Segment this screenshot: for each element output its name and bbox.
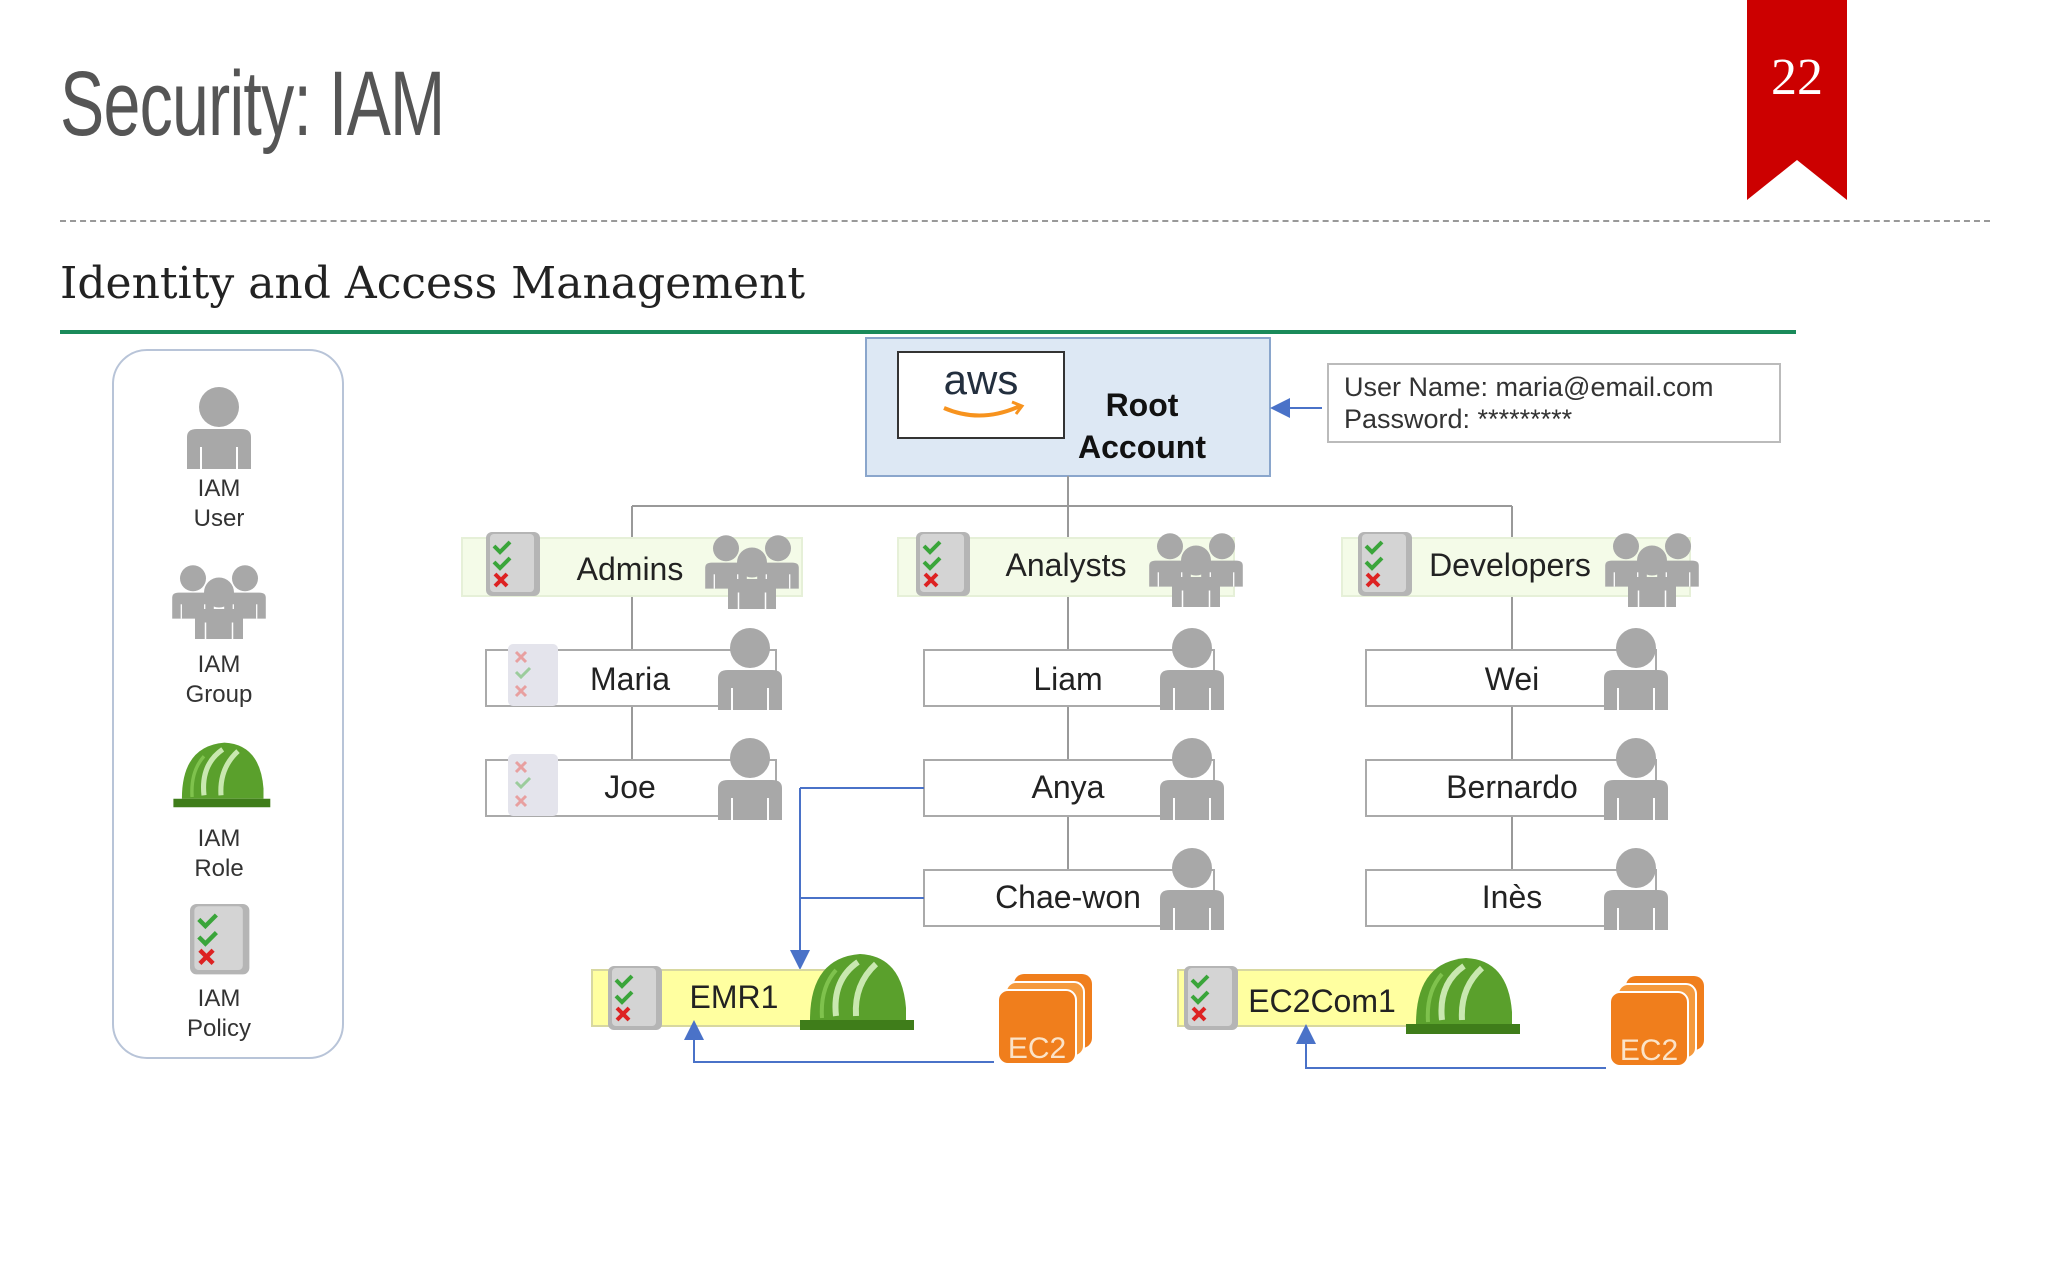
ec2com1-label: EC2Com1 xyxy=(1248,983,1396,1019)
admins-label: Admins xyxy=(577,551,684,587)
analysts-policy-icon xyxy=(914,530,972,598)
group-developers: Developers xyxy=(1341,530,1699,607)
user-maria: Maria xyxy=(485,627,783,711)
page-title: Security: IAM xyxy=(60,53,445,155)
role-emr1: EMR1 xyxy=(591,954,914,1032)
aws-logo: aws xyxy=(944,356,1019,403)
emr1-policy-icon xyxy=(606,964,664,1032)
ec2-instance-a: EC2 xyxy=(997,973,1093,1065)
credentials-password: Password: ********* xyxy=(1344,404,1573,434)
legend-user-line1: IAM xyxy=(198,475,241,502)
user-wei: Wei xyxy=(1365,627,1669,711)
analysts-to-emr1-connector xyxy=(790,787,924,970)
ec2-instance-b: EC2 xyxy=(1609,975,1705,1067)
group-admins: Admins xyxy=(461,530,803,609)
policy-icon xyxy=(190,904,249,974)
legend-policy-line1: IAM xyxy=(198,985,241,1012)
emr1-label: EMR1 xyxy=(690,979,779,1015)
ec2-a-label: EC2 xyxy=(1008,1032,1066,1065)
user-ines: Inès xyxy=(1365,847,1669,931)
user-chaewon: Chae-won xyxy=(923,847,1225,931)
ec2-b-label: EC2 xyxy=(1620,1034,1678,1067)
subtitle-underline xyxy=(60,330,1796,334)
role-ec2com1: EC2Com1 xyxy=(1177,958,1520,1034)
legend-panel: IAM User IAM Group IAM Role IAM Policy xyxy=(112,349,344,1059)
user-liam: Liam xyxy=(923,627,1225,711)
ines-label: Inès xyxy=(1482,879,1542,915)
joe-label: Joe xyxy=(604,769,656,805)
root-label-line2: Account xyxy=(1078,429,1206,465)
anya-label: Anya xyxy=(1032,769,1105,805)
user-joe: Joe xyxy=(485,737,783,821)
credentials-username: User Name: maria@email.com xyxy=(1344,372,1713,402)
root-label-line1: Root xyxy=(1106,387,1179,423)
emr1-role-helmet-icon xyxy=(800,954,914,1030)
developers-policy-icon xyxy=(1356,530,1414,598)
legend-user-line2: User xyxy=(194,505,245,532)
legend-role-line2: Role xyxy=(194,855,243,882)
maria-policy-icon xyxy=(506,642,560,708)
title-divider xyxy=(60,220,1990,222)
legend-role-line1: IAM xyxy=(198,825,241,852)
legend-group-line2: Group xyxy=(186,681,253,708)
ec2-to-role-connectors xyxy=(684,1020,1606,1069)
wei-label: Wei xyxy=(1485,661,1540,697)
bernardo-label: Bernardo xyxy=(1446,769,1578,805)
subtitle: Identity and Access Management xyxy=(60,258,806,309)
page-number-ribbon xyxy=(1747,0,1847,200)
analysts-label: Analysts xyxy=(1006,547,1127,583)
page-number: 22 xyxy=(1771,49,1823,106)
legend-policy-line2: Policy xyxy=(187,1015,251,1042)
chaewon-label: Chae-won xyxy=(995,879,1141,915)
root-account: aws Root Account xyxy=(865,337,1271,477)
root-credentials: User Name: maria@email.com Password: ***… xyxy=(1270,363,1781,443)
hierarchy-connectors xyxy=(631,476,1513,870)
maria-label: Maria xyxy=(590,661,670,697)
group-analysts: Analysts xyxy=(897,530,1243,607)
joe-policy-icon xyxy=(506,752,560,818)
liam-label: Liam xyxy=(1033,661,1102,697)
user-anya: Anya xyxy=(923,737,1225,821)
legend-group-line1: IAM xyxy=(198,651,241,678)
admins-policy-icon xyxy=(484,530,542,598)
user-bernardo: Bernardo xyxy=(1365,737,1669,821)
ec2com1-policy-icon xyxy=(1182,964,1240,1032)
developers-label: Developers xyxy=(1429,547,1591,583)
